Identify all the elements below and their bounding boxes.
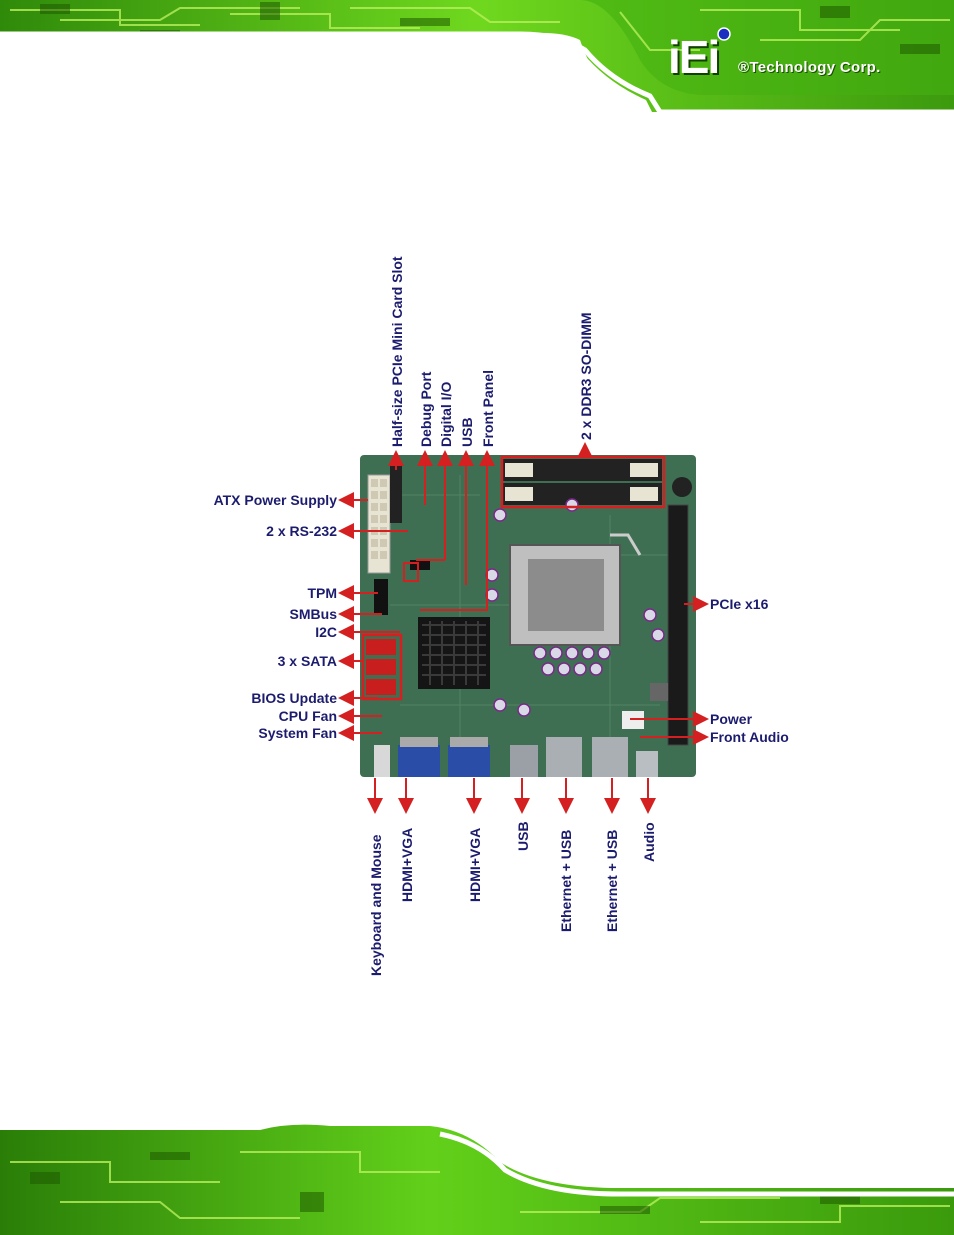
label-front-audio: Front Audio bbox=[710, 729, 789, 745]
label-usb-header: USB bbox=[459, 417, 475, 447]
label-ddr3-so-dimm: 2 x DDR3 SO-DIMM bbox=[578, 312, 594, 440]
label-bios-update: BIOS Update bbox=[251, 690, 337, 706]
label-debug-port: Debug Port bbox=[418, 371, 434, 447]
header-banner bbox=[0, 0, 954, 112]
label-audio: Audio bbox=[641, 822, 657, 862]
label-i2c: I2C bbox=[315, 624, 337, 640]
footer-banner bbox=[0, 1124, 954, 1235]
label-power: Power bbox=[710, 711, 753, 727]
logo-dot-icon bbox=[717, 27, 731, 41]
label-keyboard-mouse: Keyboard and Mouse bbox=[368, 834, 384, 976]
iei-logo-mark: iEi bbox=[668, 31, 720, 83]
label-hdmi-vga-1: HDMI+VGA bbox=[399, 827, 415, 902]
label-atx-power-supply: ATX Power Supply bbox=[213, 492, 337, 508]
label-tpm: TPM bbox=[307, 585, 337, 601]
label-ethernet-usb-1: Ethernet + USB bbox=[558, 829, 574, 932]
label-digital-io: Digital I/O bbox=[438, 381, 454, 447]
label-pcie-x16: PCIe x16 bbox=[710, 596, 769, 612]
label-front-panel: Front Panel bbox=[480, 369, 496, 447]
label-hdmi-vga-2: HDMI+VGA bbox=[467, 827, 483, 902]
label-usb-rear: USB bbox=[515, 821, 531, 851]
label-mini-card-slot: Half-size PCIe Mini Card Slot bbox=[389, 256, 405, 447]
label-sata: 3 x SATA bbox=[277, 653, 337, 669]
label-cpu-fan: CPU Fan bbox=[278, 708, 337, 724]
label-rs232: 2 x RS-232 bbox=[266, 523, 337, 539]
motherboard-photo bbox=[360, 455, 696, 777]
label-ethernet-usb-2: Ethernet + USB bbox=[604, 829, 620, 932]
company-name: ®Technology Corp. bbox=[738, 59, 881, 76]
label-system-fan: System Fan bbox=[258, 725, 337, 741]
label-smbus: SMBus bbox=[289, 606, 337, 622]
